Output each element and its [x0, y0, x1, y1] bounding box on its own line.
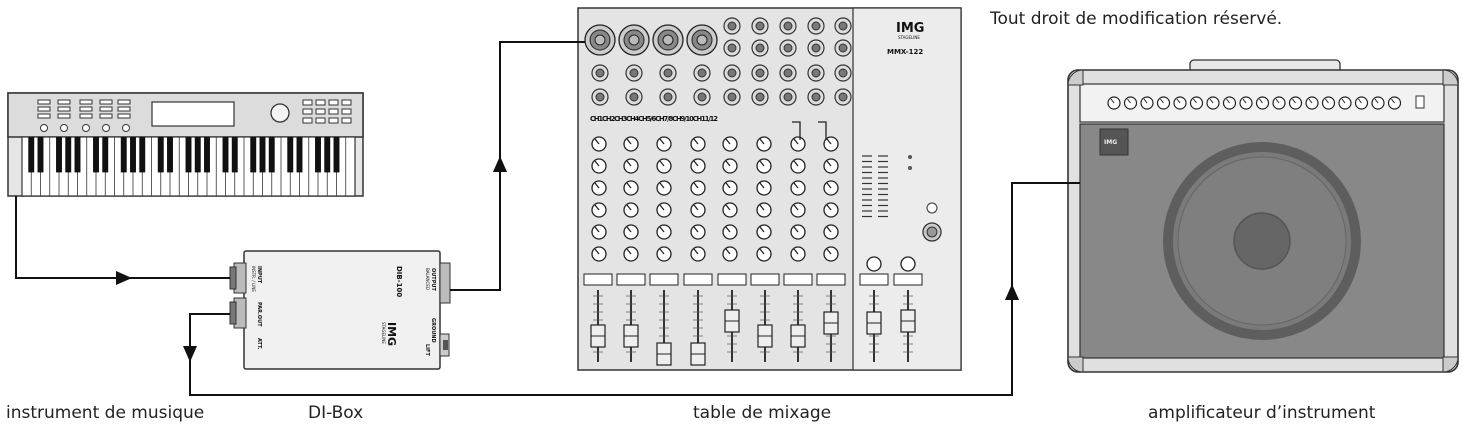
mixer-model: MMX-122	[887, 48, 923, 56]
keyboard-display	[151, 101, 235, 127]
dibox-brand-sub: STAGELINE	[381, 322, 386, 344]
keyboard-illustration	[7, 92, 364, 197]
mixer-illustration	[577, 7, 962, 371]
dibox-input-label: INPUT	[256, 266, 262, 284]
dibox-brand: IMG	[385, 322, 398, 346]
arrow-up-amp	[1005, 284, 1019, 300]
mixer-brand: IMG	[896, 21, 924, 36]
amp-brand: IMG	[1104, 139, 1117, 146]
cable-keyboard-to-dibox	[15, 196, 230, 279]
dibox-illustration	[229, 250, 451, 370]
arrow-right	[116, 271, 132, 285]
mixer-channel-labels: CH1CH2CH3CH4CH5/6CH7/8CH9/10CH11/12	[590, 115, 718, 123]
dibox-output-label: OUTPUT	[430, 268, 436, 291]
dibox-parallel-label: PAR.OUT	[256, 302, 262, 327]
arrow-down	[183, 346, 197, 362]
dibox-model: DIB-100	[395, 266, 403, 297]
dibox-ground-label: GROUND	[430, 318, 436, 343]
cable-dibox-parallel	[189, 182, 1080, 396]
caption-keyboard: instrument de musique	[6, 403, 205, 423]
amplifier-illustration	[1067, 59, 1459, 373]
signal-arrows	[116, 156, 1019, 362]
mixer-brand-sub: STAGELINE	[898, 35, 920, 40]
arrow-up-mixer	[493, 156, 507, 172]
dibox-att-label: ATT.	[256, 338, 262, 350]
keyboard-knob	[270, 103, 290, 123]
dibox-output-sub: BALANCED	[425, 268, 430, 290]
notice-text: Tout droit de modification réservé.	[990, 9, 1283, 29]
caption-dibox: DI-Box	[308, 403, 364, 423]
cable-dibox-to-mixer	[450, 41, 585, 291]
dibox-lift-label: LIFT	[424, 344, 430, 356]
dibox-input-sub: INSTR. / LINE	[251, 266, 256, 292]
caption-mixer: table de mixage	[693, 403, 832, 423]
caption-amp: amplificateur d’instrument	[1148, 403, 1376, 423]
